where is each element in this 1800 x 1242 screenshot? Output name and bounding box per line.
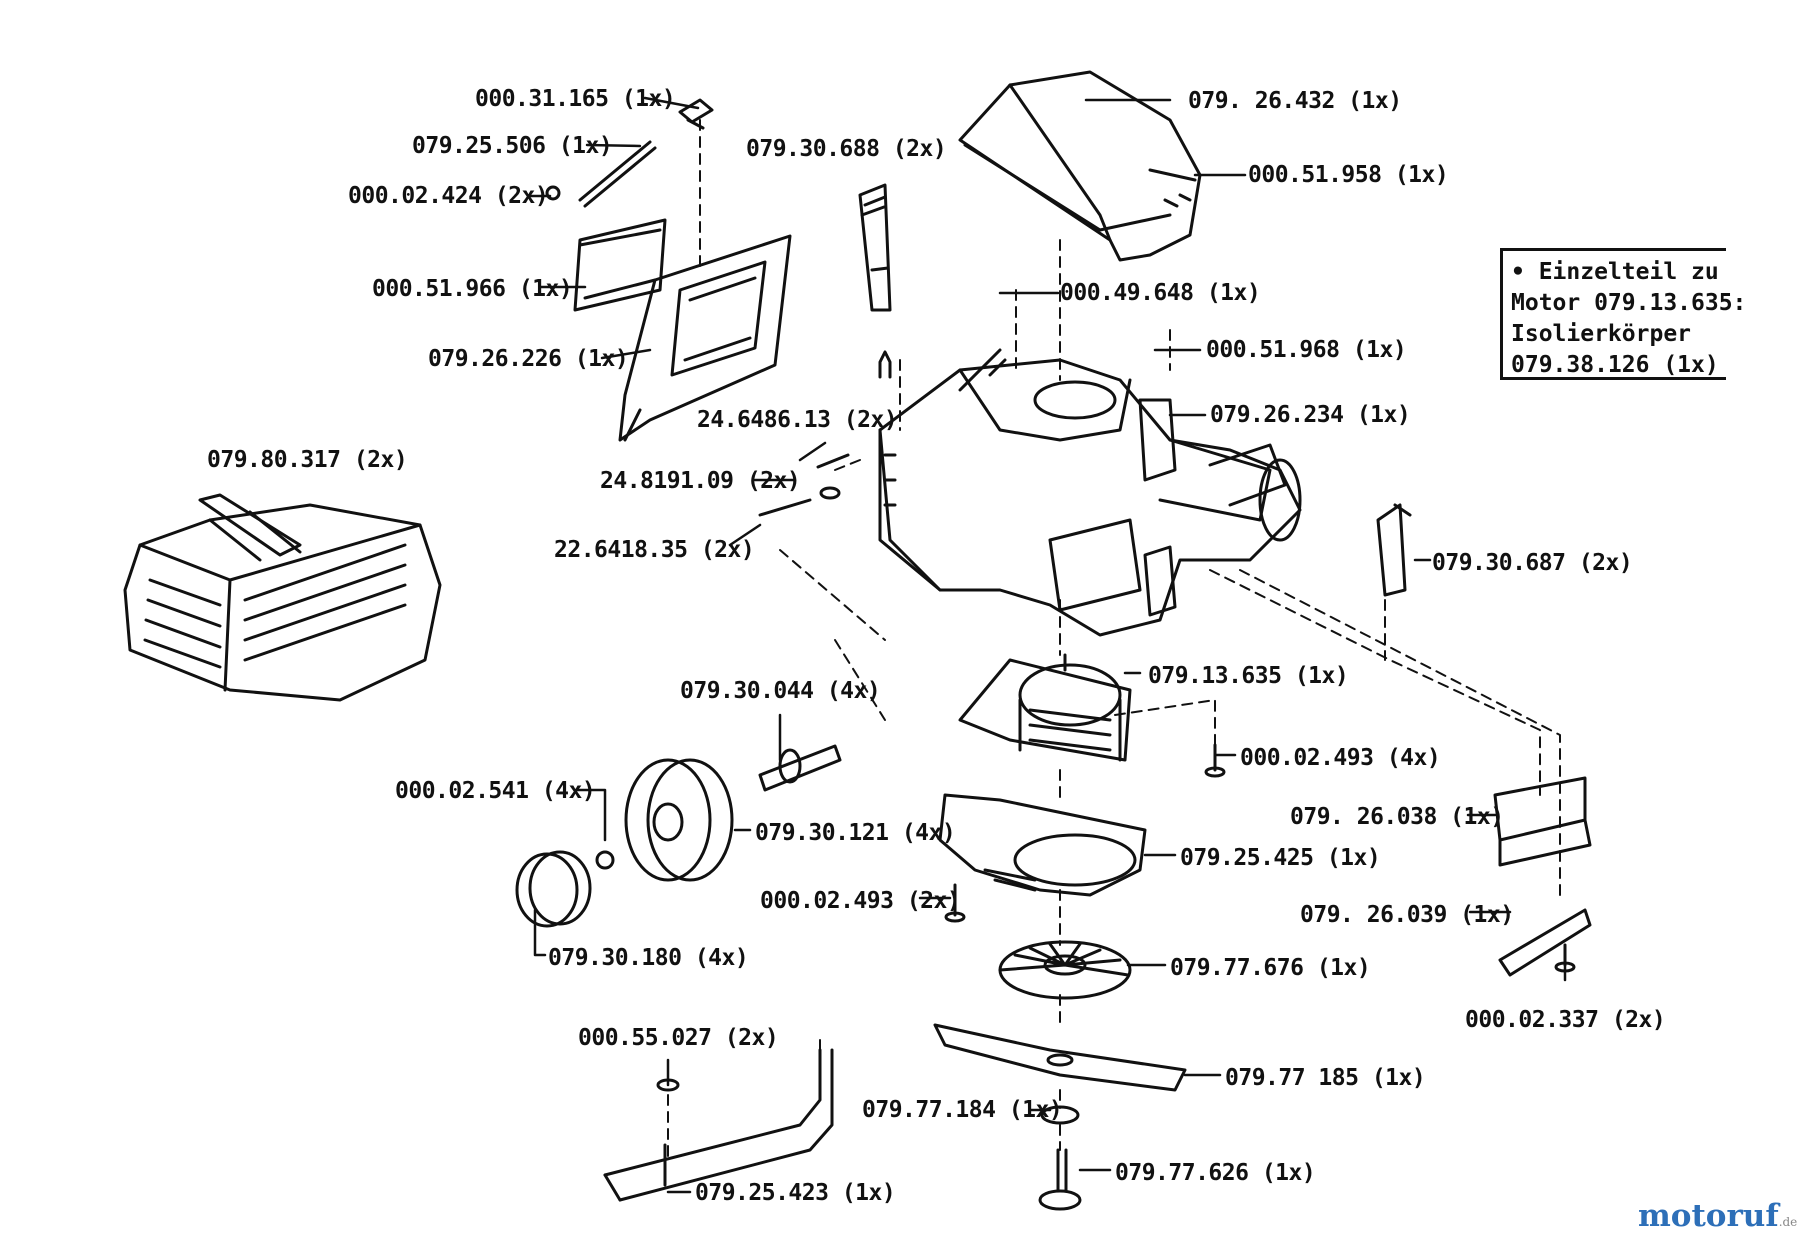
part-label-079-30-121: 079.30.121 (4x) [755,820,956,846]
part-label-000-51-958: 000.51.958 (1x) [1248,162,1449,188]
brand-watermark: motoruf.de [1638,1198,1797,1234]
part-label-079-30-180: 079.30.180 (4x) [548,945,749,971]
part-label-079-80-317: 079.80.317 (2x) [207,447,408,473]
axle-part [758,744,842,792]
part-label-000-02-493-4x: 000.02.493 (4x) [1240,745,1441,771]
part-label-079-26-039: 079. 26.039 (1x) [1300,902,1514,928]
part-label-000-55-027: 000.55.027 (2x) [578,1025,779,1051]
mower-housing-part [878,348,1302,637]
bracket-part [603,1048,834,1202]
blade-guard-part [938,793,1147,897]
grass-catcher-part [123,493,442,702]
part-label-079-77-185: 079.77 185 (1x) [1225,1065,1426,1091]
part-label-000-02-424: 000.02.424 (2x) [348,183,549,209]
flap-part [573,218,792,442]
part-label-079-25-425: 079.25.425 (1x) [1180,845,1381,871]
cable-clip-part [1376,503,1592,977]
part-label-000-02-541: 000.02.541 (4x) [395,778,596,804]
part-label-079-26-038: 079. 26.038 (1x) [1290,804,1504,830]
note-box: • Einzelteil zu Motor 079.13.635: Isolie… [1500,248,1747,380]
part-label-079-30-688: 079.30.688 (2x) [746,136,947,162]
note-line-4: 079.38.126 (1x) [1511,352,1719,378]
part-label-079-77-626: 079.77.626 (1x) [1115,1160,1316,1186]
part-label-000-02-493-2x: 000.02.493 (2x) [760,888,961,914]
part-label-000-31-165: 000.31.165 (1x) [475,86,676,112]
note-line-2: Motor 079.13.635: [1511,290,1747,316]
handle-clamp-part [858,183,892,312]
part-label-000-02-337: 000.02.337 (2x) [1465,1007,1666,1033]
part-label-079-13-635: 079.13.635 (1x) [1148,663,1349,689]
motor-part [958,653,1132,762]
wheel-part [515,758,734,928]
part-label-079-26-432: 079. 26.432 (1x) [1188,88,1402,114]
brand-ext: .de [1778,1215,1798,1229]
part-label-079-77-184: 079.77.184 (1x) [862,1097,1063,1123]
part-label-079-30-044: 079.30.044 (4x) [680,678,881,704]
brand-name: motoruf [1638,1198,1779,1234]
assembly-lines [667,119,1561,1161]
part-label-000-51-968: 000.51.968 (1x) [1206,337,1407,363]
part-label-079-26-226: 079.26.226 (1x) [428,346,629,372]
part-label-079-26-234: 079.26.234 (1x) [1210,402,1411,428]
part-label-000-49-648: 000.49.648 (1x) [1060,280,1261,306]
engine-cover-part [958,70,1202,262]
part-label-079-77-676: 079.77.676 (1x) [1170,955,1371,981]
part-label-079-30-687: 079.30.687 (2x) [1432,550,1633,576]
part-label-24-6486-13: 24.6486.13 (2x) [697,407,898,433]
part-label-000-51-966: 000.51.966 (1x) [372,276,573,302]
part-label-24-8191-09: 24.8191.09 (2x) [600,468,801,494]
note-line-1: • Einzelteil zu [1511,259,1719,285]
screw-parts [758,350,1576,973]
fan-part [998,940,1132,1000]
part-label-22-6418-35: 22.6418.35 (2x) [554,537,755,563]
note-line-3: Isolierkörper [1511,321,1692,347]
part-label-079-25-506: 079.25.506 (1x) [412,133,613,159]
part-label-079-25-423: 079.25.423 (1x) [695,1180,896,1206]
blade-part [933,1023,1187,1092]
